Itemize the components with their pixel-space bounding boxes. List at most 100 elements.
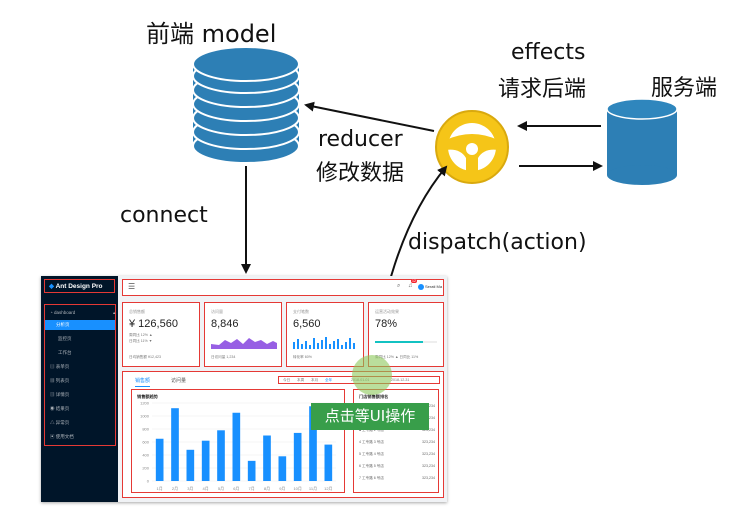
label-modify-data: 修改数据 xyxy=(316,161,405,186)
campaign-progress-track xyxy=(375,341,437,343)
list-icon: ▦ xyxy=(50,378,56,383)
label-dispatch: dispatch(action) xyxy=(408,230,587,255)
ranking-value: 323,234 xyxy=(422,440,435,444)
steering-wheel-icon xyxy=(435,110,509,184)
x-tick-label: 8月 xyxy=(264,486,270,491)
label-frontend-model: 前端 model xyxy=(146,20,277,48)
search-icon[interactable]: ⌕ xyxy=(397,283,401,289)
click-indicator xyxy=(352,355,392,395)
ranking-rank: 5 xyxy=(359,452,362,456)
ranking-store: 工专路 5 号店 xyxy=(362,464,384,468)
sales-bar xyxy=(171,408,179,481)
server-cylinder-icon xyxy=(606,98,678,185)
menu-item-exception[interactable]: △ 异常页 xyxy=(50,420,70,425)
click-ui-badge: 点击等UI操作 xyxy=(311,403,429,430)
period-month[interactable]: 本月 xyxy=(311,378,319,382)
sales-bar xyxy=(232,412,241,481)
label-request-backend: 请求后端 xyxy=(498,77,587,102)
label-reducer: reducer xyxy=(318,127,403,152)
x-tick-label: 5月 xyxy=(218,486,224,491)
card-total-sales: 总销售额 ¥ 126,560 周同比 12% ▲ 日同比 11% ▼ 日均销售额… xyxy=(122,302,200,367)
dashboard-icon: ◔ xyxy=(50,310,54,315)
menu-item-profile[interactable]: ▥ 详情页 xyxy=(50,392,70,397)
y-tick-label: 1000 xyxy=(140,414,150,419)
menu-fold-icon[interactable]: ☰ xyxy=(128,282,136,291)
x-tick-label: 11月 xyxy=(309,486,317,491)
profile-icon: ▥ xyxy=(50,392,56,397)
chevron-up-icon: ▴ xyxy=(113,310,116,315)
sales-bar xyxy=(324,444,333,481)
card-payments: 支付笔数 6,560 转化率 60% xyxy=(286,302,364,367)
sales-bar xyxy=(247,460,256,481)
menu-item-form[interactable]: ▤ 表单页 xyxy=(50,364,70,369)
ranking-store: 工专路 4 号店 xyxy=(362,452,384,456)
campaign-progress-fill xyxy=(375,341,424,343)
menu-item-docs[interactable]: ▣ 使用文档 xyxy=(50,434,74,439)
y-tick-label: 200 xyxy=(142,466,149,471)
x-tick-label: 6月 xyxy=(233,486,239,491)
y-tick-label: 0 xyxy=(147,479,150,484)
ranking-rank: 6 xyxy=(359,464,362,468)
tab-sales[interactable]: 销售额 xyxy=(135,377,151,387)
ranking-rank: 4 xyxy=(359,440,362,444)
x-tick-label: 12月 xyxy=(324,486,332,491)
y-tick-label: 800 xyxy=(142,427,149,432)
ranking-value: 323,234 xyxy=(422,452,435,456)
menu-item-analysis[interactable]: 分析页 xyxy=(45,320,115,330)
notice-badge: 12 xyxy=(411,279,417,283)
menu-item-list[interactable]: ▦ 列表页 xyxy=(50,378,70,383)
sales-bar xyxy=(186,449,195,481)
label-effects: effects xyxy=(511,40,586,65)
visits-area-sparkline xyxy=(211,338,277,349)
ranking-title: 门店销售额排名 xyxy=(359,394,389,399)
check-icon: ◉ xyxy=(50,406,56,411)
menu-item-workplace[interactable]: 工作台 xyxy=(58,350,72,355)
sales-panel: 销售额 访问量 今日 本周 本月 全年 2018-01-01 2018-12-3… xyxy=(122,371,444,498)
y-tick-label: 600 xyxy=(142,440,149,445)
menu-item-monitor[interactable]: 监控页 xyxy=(58,336,72,341)
y-tick-label: 1200 xyxy=(140,401,150,406)
sales-bar xyxy=(201,440,210,481)
sidebar-menu: ◔ dashboard▴ 分析页 监控页 工作台 ▤ 表单页 ▦ 列表页 ▥ 详… xyxy=(44,304,116,446)
ranking-row: 5 工专路 4 号店 323,234 xyxy=(359,452,435,457)
x-tick-label: 7月 xyxy=(249,486,255,491)
avatar[interactable] xyxy=(418,284,424,290)
x-tick-label: 9月 xyxy=(279,486,285,491)
ranking-row: 6 工专路 5 号店 323,234 xyxy=(359,464,435,469)
ant-design-pro-screenshot: ◆ Ant Design Pro ◔ dashboard▴ 分析页 监控页 工作… xyxy=(41,276,447,502)
ranking-value: 323,234 xyxy=(422,428,435,432)
period-today[interactable]: 今日 xyxy=(283,378,291,382)
x-tick-label: 1月 xyxy=(157,486,163,491)
ranking-value: 323,234 xyxy=(422,476,435,480)
menu-item-result[interactable]: ◉ 结果页 xyxy=(50,406,70,411)
payments-mini-bars xyxy=(293,337,355,349)
x-tick-label: 3月 xyxy=(187,486,193,491)
logo-diamond-icon: ◆ xyxy=(49,283,56,290)
ranking-store: 工专路 3 号店 xyxy=(362,440,384,444)
sales-bar xyxy=(278,456,287,481)
card-visits: 访问量 8,846 日访问量 1,234 xyxy=(204,302,282,367)
ranking-value: 323,234 xyxy=(422,464,435,468)
sales-bar xyxy=(293,432,302,481)
x-tick-label: 4月 xyxy=(203,486,209,491)
user-name[interactable]: Serati Ma xyxy=(425,284,443,289)
app-logo: ◆ Ant Design Pro xyxy=(44,279,115,293)
sales-bar xyxy=(155,438,164,481)
period-year[interactable]: 全年 xyxy=(325,378,333,382)
period-week[interactable]: 本周 xyxy=(297,378,305,382)
ranking-store: 工专路 6 号店 xyxy=(362,476,384,480)
sales-bar xyxy=(217,430,225,481)
arrow-reducer-to-model xyxy=(304,101,435,132)
tab-visits[interactable]: 访问量 xyxy=(171,378,187,384)
bell-icon[interactable]: ♫ xyxy=(408,283,413,289)
label-connect: connect xyxy=(120,203,208,228)
label-server: 服务端 xyxy=(651,76,718,101)
menu-item-dashboard[interactable]: ◔ dashboard▴ xyxy=(50,310,116,315)
date-end[interactable]: 2018-12-31 xyxy=(391,378,410,382)
y-tick-label: 400 xyxy=(142,453,149,458)
